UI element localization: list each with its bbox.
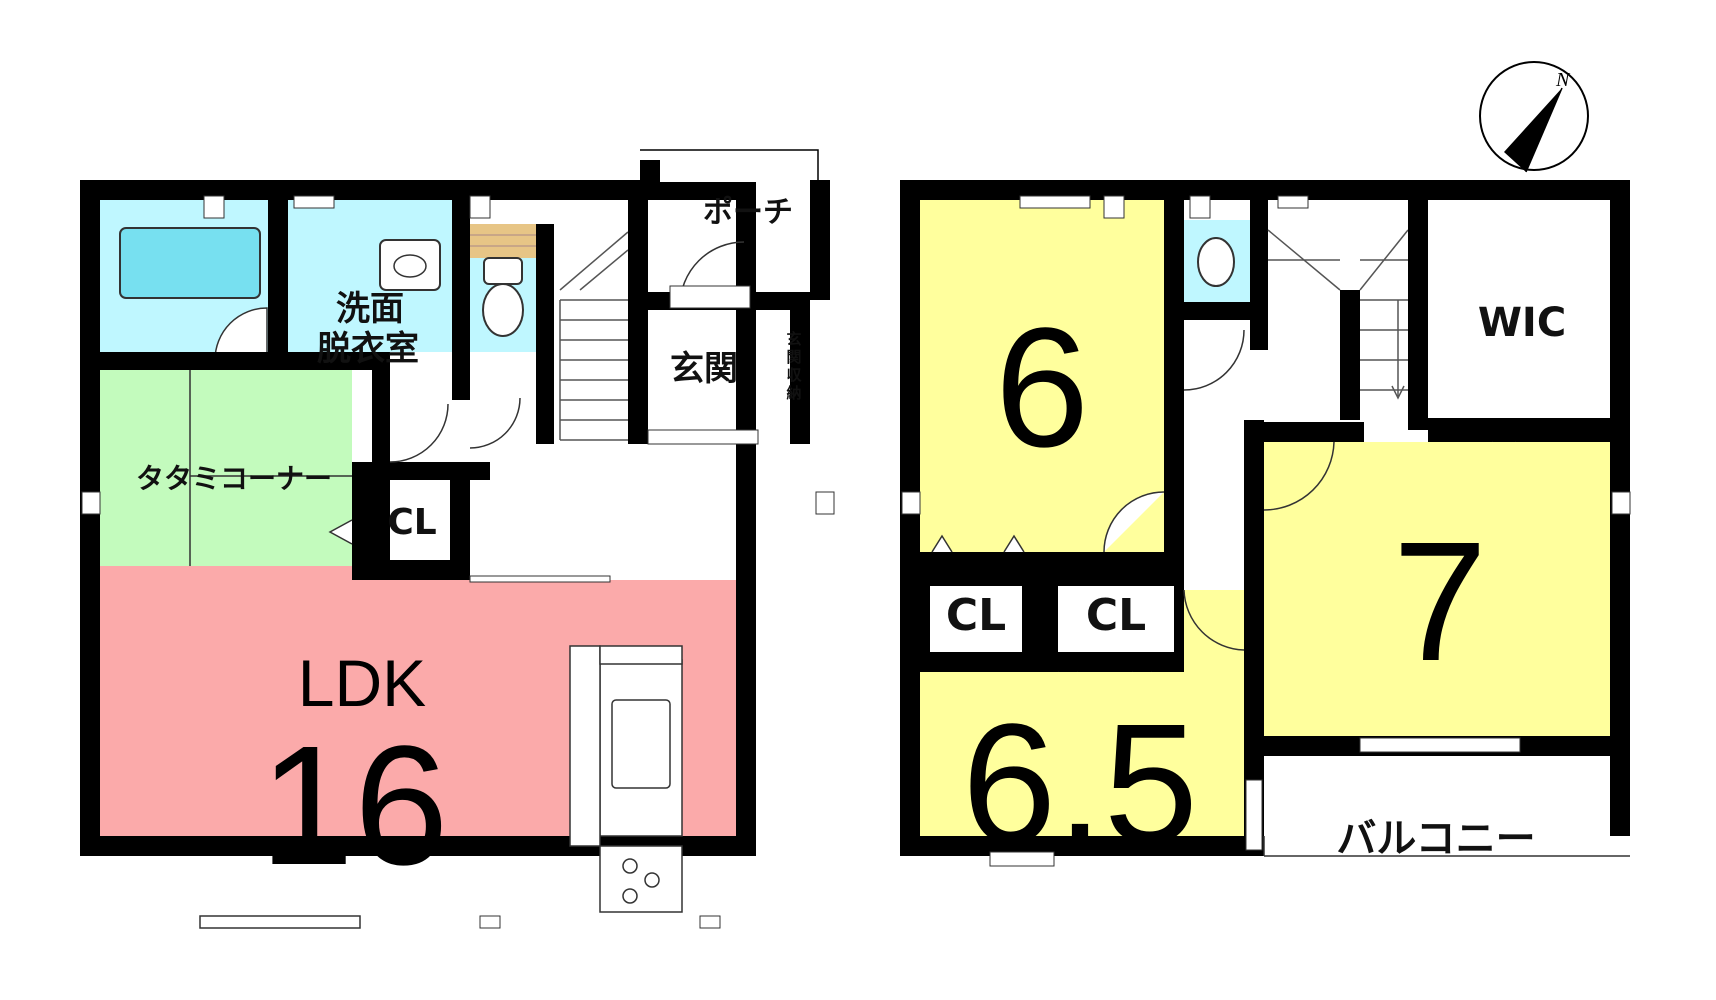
ldk-size: 16 bbox=[259, 711, 448, 901]
balcony-label: バルコニー bbox=[1336, 816, 1535, 862]
washroom-label-2: 脱衣室 bbox=[317, 329, 419, 369]
floor-2 bbox=[900, 180, 1631, 867]
porch-label: ポーチ bbox=[703, 195, 793, 230]
wic-label: WIC bbox=[1478, 300, 1566, 346]
ldk-label: LDK bbox=[298, 646, 426, 720]
step-icon bbox=[470, 224, 536, 258]
stove-icon bbox=[599, 845, 683, 913]
stairs-2f bbox=[1268, 200, 1408, 420]
svg-text:玄: 玄 bbox=[786, 330, 801, 348]
floor-1 bbox=[80, 149, 835, 929]
stairs-icon bbox=[559, 231, 629, 441]
svg-text:納: 納 bbox=[786, 384, 801, 402]
bath-door-icon bbox=[214, 307, 268, 361]
toilet-icon bbox=[1197, 237, 1235, 287]
svg-text:関: 関 bbox=[786, 348, 801, 366]
closet-2 bbox=[1038, 566, 1194, 672]
bedroom-6-5 bbox=[920, 672, 1244, 836]
toilet-icon bbox=[482, 283, 524, 337]
stairs-icon bbox=[1267, 229, 1409, 400]
svg-text:収: 収 bbox=[786, 366, 802, 384]
sink-icon bbox=[611, 699, 671, 789]
bedroom-7 bbox=[1264, 442, 1610, 736]
tatami-label: タタミコーナー bbox=[136, 462, 332, 495]
room-6-size: 6 bbox=[995, 293, 1090, 483]
genkan-storage-label: 玄 関 収 納 bbox=[786, 330, 802, 402]
closet-1 bbox=[910, 566, 1042, 672]
room-7-size: 7 bbox=[1393, 507, 1488, 697]
walk-in-closet bbox=[1428, 200, 1610, 418]
bathtub-icon bbox=[119, 227, 261, 299]
window-icon bbox=[199, 915, 361, 929]
closet-label-2f-b: CL bbox=[1086, 590, 1146, 641]
washroom-label: 洗面 bbox=[336, 289, 404, 329]
window-icon bbox=[1019, 195, 1091, 209]
compass-north-label: N bbox=[1555, 69, 1571, 91]
tatami-corner bbox=[100, 370, 352, 566]
balcony bbox=[1264, 756, 1610, 836]
bedroom-6 bbox=[920, 200, 1164, 552]
room-6-5-size: 6.5 bbox=[962, 689, 1198, 879]
closet-label-1f: CL bbox=[387, 502, 436, 543]
genkan-label: 玄関 bbox=[670, 349, 738, 389]
stairs-1f bbox=[554, 220, 628, 444]
closet-label-2f-a: CL bbox=[946, 590, 1006, 641]
compass-icon bbox=[1479, 61, 1589, 173]
